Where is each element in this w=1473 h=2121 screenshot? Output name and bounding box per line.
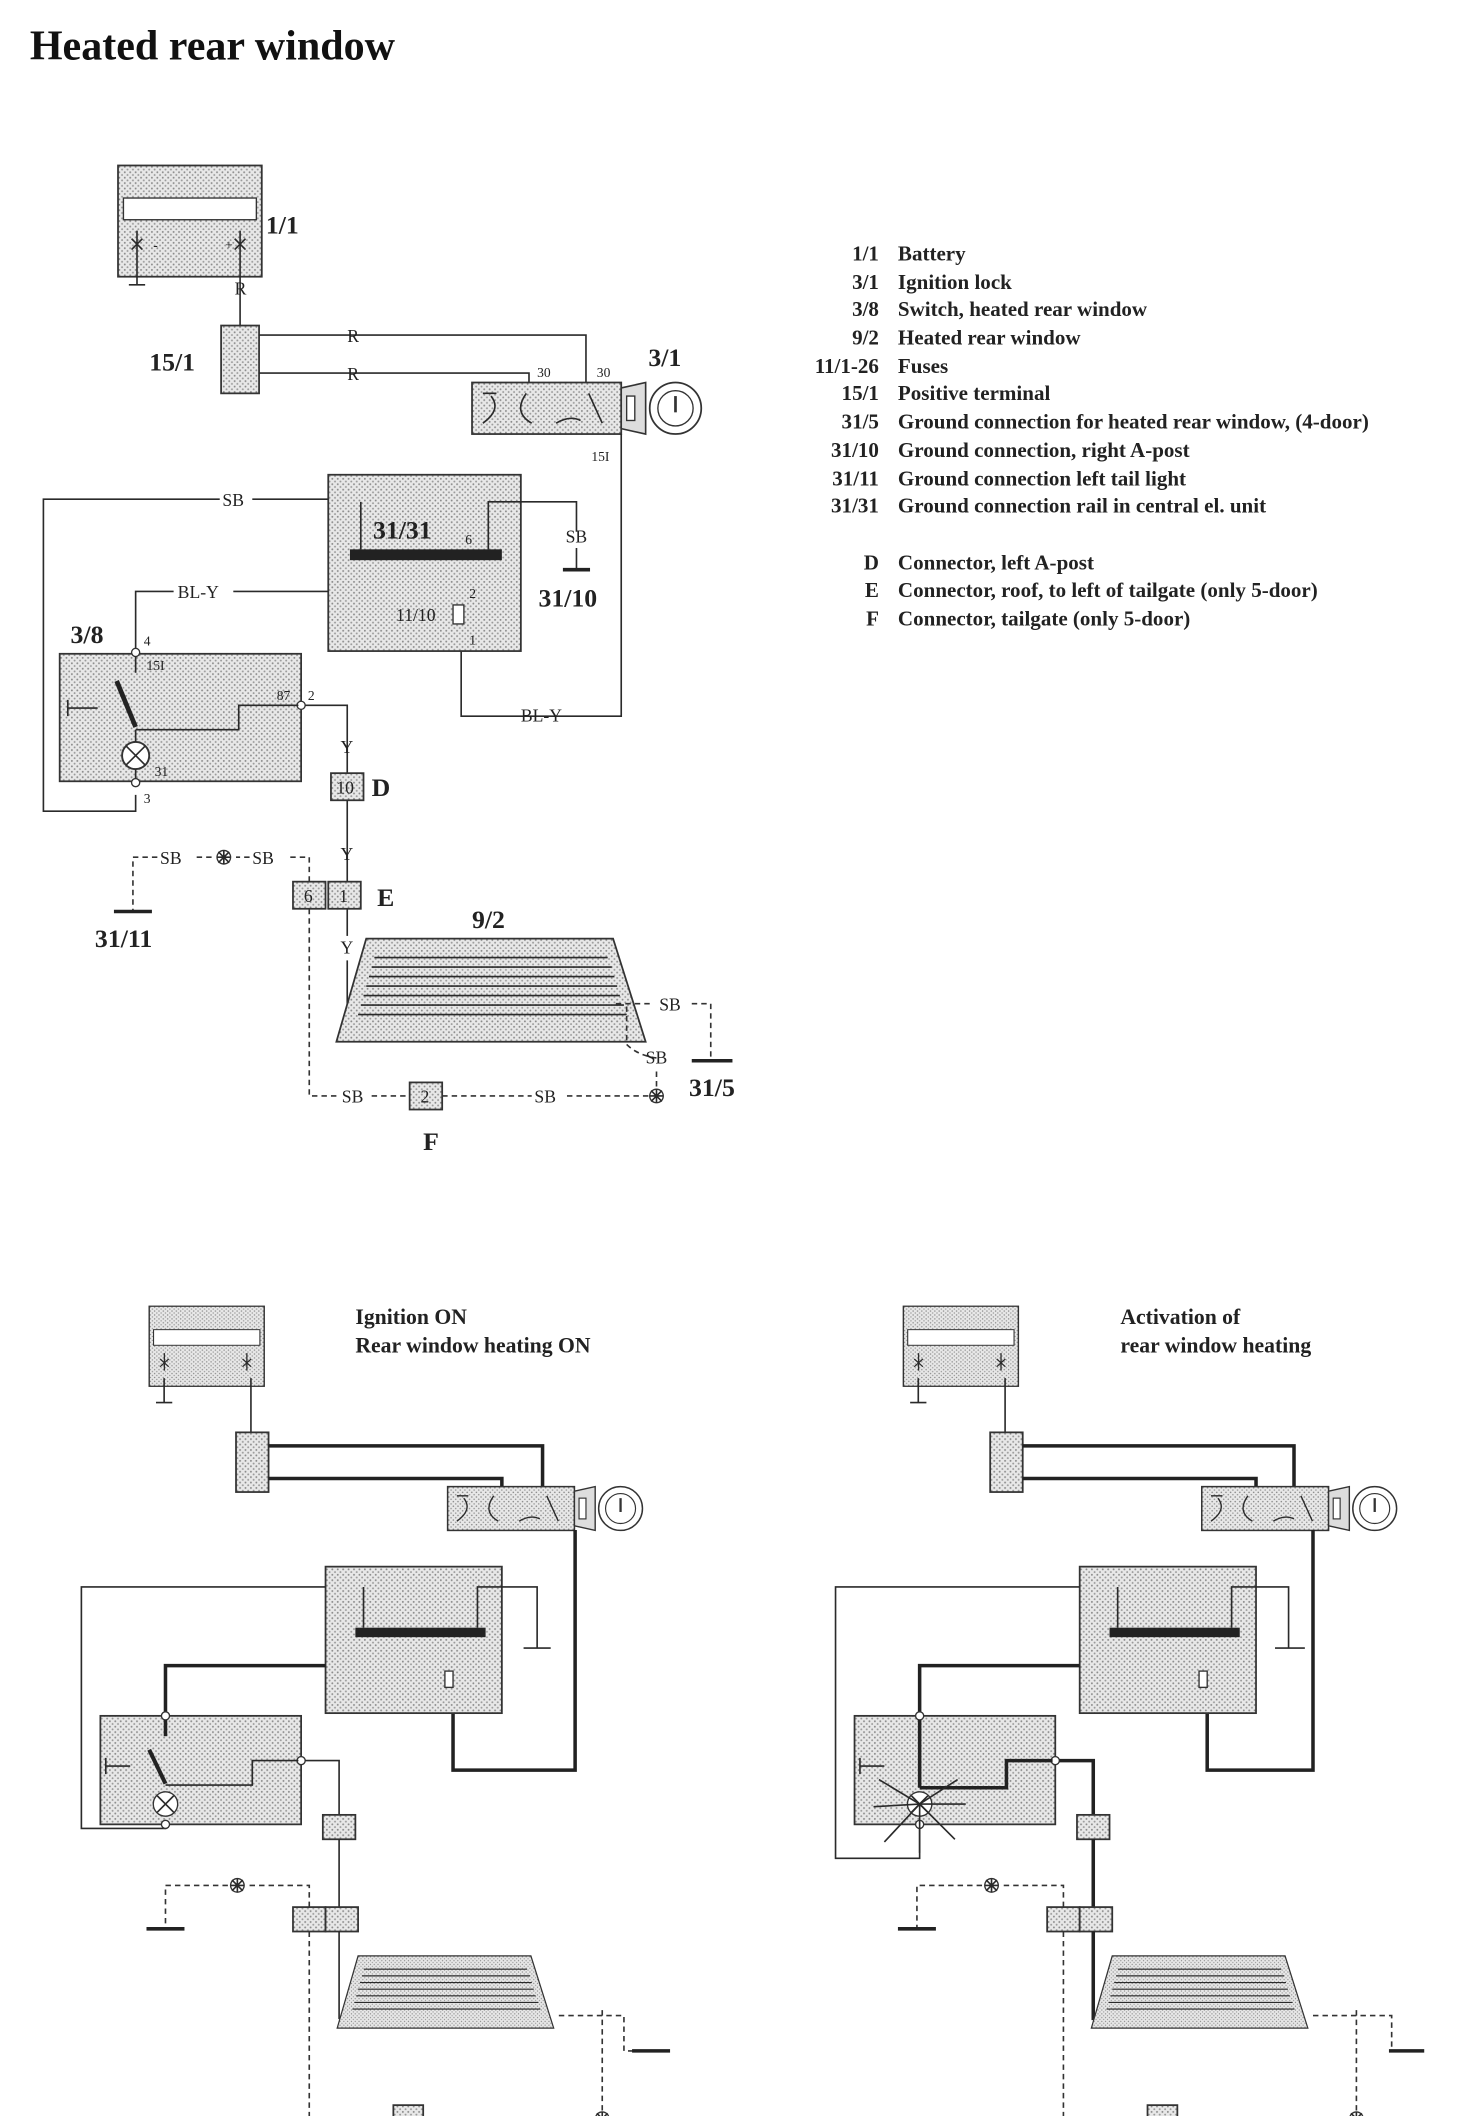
wire-sb-label: SB bbox=[252, 848, 274, 868]
ground-rear-label: 31/5 bbox=[689, 1073, 735, 1102]
rear-window-9-2: 9/2 bbox=[335, 905, 647, 1043]
panel-1-line-1: Ignition ON bbox=[355, 1305, 467, 1329]
wire-sb-label: SB bbox=[222, 490, 244, 510]
ignition-lock-3-1: 30 30 3/1 15I bbox=[470, 343, 703, 464]
switch-label: 3/8 bbox=[71, 620, 104, 649]
legend-spacer bbox=[795, 522, 1369, 550]
wire-bly-label: BL-Y bbox=[521, 706, 562, 726]
connector-e-label: E bbox=[377, 883, 394, 912]
wire-r-label: R bbox=[347, 364, 359, 384]
positive-terminal-15-1: 15/1 bbox=[149, 324, 260, 395]
ground-splice-icon bbox=[649, 1088, 664, 1104]
ground-a-post-label: 31/10 bbox=[538, 583, 597, 612]
ground-rail-31-31: 31/31 6 2 1 11/10 bbox=[327, 473, 578, 652]
battery-label: 1/1 bbox=[266, 210, 299, 239]
wire-r-label: R bbox=[347, 326, 359, 346]
ground-31-5: 31/5 bbox=[689, 1058, 735, 1102]
wire-bly-label: BL-Y bbox=[178, 582, 219, 602]
battery-1-1: - + 1/1 bbox=[117, 164, 299, 286]
wire-sb-label: SB bbox=[534, 1087, 556, 1107]
battery-minus-pin: - bbox=[153, 238, 158, 253]
pin-31: 31 bbox=[155, 764, 169, 779]
connector-e: 6 1 E bbox=[292, 880, 394, 912]
rear-window-label: 9/2 bbox=[472, 905, 505, 934]
panel-2-line-1: Activation of bbox=[1120, 1305, 1241, 1329]
ground-tail-label: 31/11 bbox=[95, 924, 152, 953]
pin-2: 2 bbox=[308, 688, 315, 703]
panel-activation: Activation of rear window heating bbox=[834, 1305, 1425, 2116]
pin-4: 4 bbox=[144, 634, 151, 649]
connector-d-label: D bbox=[372, 773, 391, 802]
ground-31-10: SB 31/10 bbox=[538, 527, 597, 613]
positive-terminal-label: 15/1 bbox=[149, 347, 195, 376]
panel-ignition-on: Ignition ON Rear window heating ON bbox=[80, 1305, 671, 2116]
ground-connector-label: 11/10 bbox=[396, 605, 436, 625]
wire-sb-label: SB bbox=[659, 995, 681, 1015]
connector-f: 2 F bbox=[408, 1081, 444, 1156]
wire-sb-label: SB bbox=[646, 1047, 668, 1067]
wire-y-label: Y bbox=[340, 737, 353, 757]
ground-rail-label: 31/31 bbox=[373, 515, 432, 544]
panel-2-line-2: rear window heating bbox=[1120, 1333, 1311, 1357]
battery-plus-pin: + bbox=[225, 238, 233, 253]
pin-87: 87 bbox=[277, 688, 291, 703]
panel-1-line-2: Rear window heating ON bbox=[355, 1333, 591, 1357]
pin-2: 2 bbox=[469, 586, 476, 601]
wire-r-label: R bbox=[235, 278, 247, 298]
pin-1: 1 bbox=[469, 632, 476, 647]
connector-e-pin: 1 bbox=[339, 886, 348, 906]
connector-d: 10 D bbox=[330, 772, 391, 802]
pin-6: 6 bbox=[465, 532, 472, 547]
connector-d-pin: 10 bbox=[336, 777, 354, 797]
connector-f-pin: 2 bbox=[420, 1087, 429, 1107]
ignition-lock-label: 3/1 bbox=[648, 343, 681, 372]
connector-f-label: F bbox=[423, 1127, 439, 1156]
wire-y-label: Y bbox=[340, 844, 353, 864]
switch-3-8: 3/8 4 15I 87 2 31 3 bbox=[58, 620, 315, 806]
connector-e-pin: 6 bbox=[304, 886, 313, 906]
page-title: Heated rear window bbox=[29, 21, 396, 70]
wire-sb-label: SB bbox=[566, 527, 588, 547]
terminal-30-pin: 30 bbox=[537, 365, 551, 380]
terminal-15-pin: 15I bbox=[146, 658, 165, 673]
terminal-30-pin: 30 bbox=[597, 365, 611, 380]
terminal-15-pin: 15I bbox=[591, 449, 610, 464]
wire-sb-label: SB bbox=[342, 1087, 364, 1107]
ground-31-11: 31/11 bbox=[95, 909, 152, 953]
ground-splice-icon bbox=[216, 849, 232, 865]
wire-y-label: Y bbox=[340, 938, 353, 958]
pin-3: 3 bbox=[144, 791, 151, 806]
wire-sb-label: SB bbox=[160, 848, 182, 868]
